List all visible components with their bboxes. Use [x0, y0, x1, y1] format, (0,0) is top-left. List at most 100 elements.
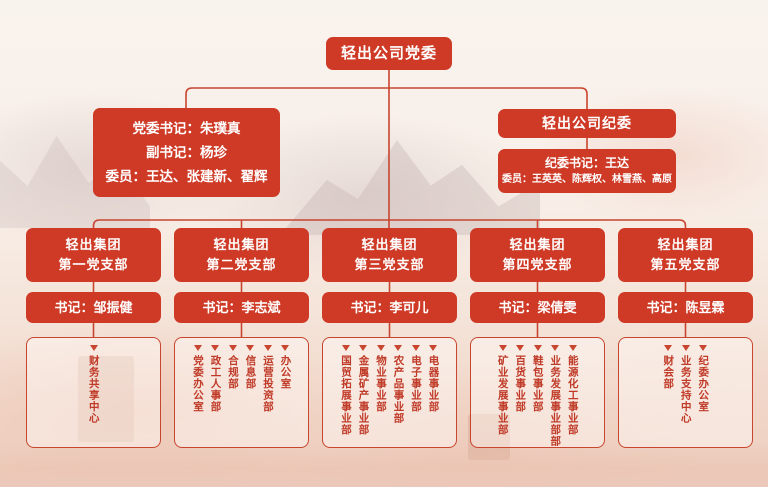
- department-item: 鞋包事业部: [531, 345, 544, 443]
- triangle-down-icon: [568, 345, 577, 351]
- department-label: 电子事业部: [410, 355, 422, 413]
- branch-title-box: 轻出集团 第四党支部: [470, 228, 605, 282]
- triangle-down-icon: [228, 345, 237, 351]
- branch-secretary-label: 书记：李志斌: [202, 300, 281, 315]
- triangle-down-icon: [281, 345, 290, 351]
- branch-secretary-label: 书记：邹振健: [54, 300, 133, 315]
- department-item: 物业事业部: [375, 345, 387, 443]
- triangle-down-icon: [376, 345, 385, 351]
- department-item: 金属矿产事业部: [357, 345, 370, 443]
- department-item: 业务发展事业部部: [549, 345, 561, 447]
- branch-departments-box: 国贸拓展事业部金属矿产事业部物业事业部农产品事业部电子事业部电器事业部: [322, 337, 457, 448]
- triangle-down-icon: [411, 345, 420, 351]
- branch-group: 轻出集团 第四党支部 书记：梁倩雯 矿业发展事业部百货事业部鞋包事业部业务发展事…: [470, 228, 605, 448]
- department-item: 矿业发展事业部: [496, 345, 509, 443]
- branch-departments-box: 财务共享中心: [26, 337, 161, 448]
- discipline-members-line: 委员：王英英、陈辉权、林雪燕、高原: [502, 174, 672, 185]
- branch-title-box: 轻出集团 第三党支部: [322, 228, 457, 282]
- department-item: 信息部: [245, 345, 257, 443]
- branch-title-line1: 轻出集团: [65, 237, 122, 252]
- department-label: 鞋包事业部: [531, 355, 544, 413]
- department-item: 电器事业部: [427, 345, 440, 443]
- discipline-members-node: 纪委书记：王达 委员：王英英、陈辉权、林雪燕、高原: [498, 149, 676, 193]
- department-label: 物业事业部: [375, 355, 387, 413]
- branch-secretary-box: 书记：李志斌: [174, 292, 309, 323]
- department-label: 党委办公室: [192, 355, 204, 413]
- department-label: 财会部: [662, 355, 675, 390]
- branch-title-line2: 第一党支部: [58, 257, 129, 272]
- triangle-down-icon: [681, 345, 690, 351]
- branches-row: 轻出集团 第一党支部 书记：邹振健 财务共享中心 轻出集团 第二党支部 书记：李…: [26, 228, 753, 448]
- party-secretary-line: 党委书记：朱璞真: [132, 121, 241, 136]
- department-item: 电子事业部: [410, 345, 422, 443]
- department-item: 运营投资部: [262, 345, 274, 443]
- branch-departments-box: 财会部业务支持中心纪委办公室: [618, 337, 753, 448]
- branch-secretary-box: 书记：李可儿: [322, 292, 457, 323]
- triangle-down-icon: [263, 345, 272, 351]
- branch-title-line2: 第五党支部: [650, 257, 721, 272]
- department-label: 能源化工事业部: [566, 355, 579, 436]
- branch-title-line2: 第四党支部: [502, 257, 573, 272]
- triangle-down-icon: [341, 345, 350, 351]
- branch-title-line1: 轻出集团: [361, 237, 418, 252]
- branch-secretary-label: 书记：李可儿: [350, 300, 429, 315]
- department-item: 合规部: [227, 345, 239, 443]
- discipline-secretary-line: 纪委书记：王达: [544, 156, 629, 170]
- branch-title-box: 轻出集团 第五党支部: [618, 228, 753, 282]
- branch-title-line2: 第三党支部: [354, 257, 425, 272]
- triangle-down-icon: [89, 345, 98, 351]
- branch-group: 轻出集团 第一党支部 书记：邹振健 财务共享中心: [26, 228, 161, 448]
- department-item: 党委办公室: [192, 345, 204, 443]
- branch-secretary-box: 书记：梁倩雯: [470, 292, 605, 323]
- department-item: 百货事业部: [514, 345, 527, 443]
- department-item: 国贸拓展事业部: [340, 345, 352, 443]
- branch-group: 轻出集团 第三党支部 书记：李可儿 国贸拓展事业部金属矿产事业部物业事业部农产品…: [322, 228, 457, 448]
- committee-members-line: 委员：王达、张建新、翟辉: [105, 169, 268, 184]
- department-item: 农产品事业部: [392, 345, 405, 443]
- department-label: 业务发展事业部部: [549, 355, 562, 447]
- branch-departments-box: 矿业发展事业部百货事业部鞋包事业部业务发展事业部部能源化工事业部: [470, 337, 605, 448]
- triangle-down-icon: [429, 345, 438, 351]
- triangle-down-icon: [193, 345, 202, 351]
- department-label: 财务共享中心: [87, 355, 100, 424]
- branch-secretary-label: 书记：陈昱霖: [646, 300, 725, 315]
- triangle-down-icon: [551, 345, 559, 351]
- branch-title-box: 轻出集团 第一党支部: [26, 228, 161, 282]
- branch-secretary-box: 书记：邹振健: [26, 292, 161, 323]
- triangle-down-icon: [533, 345, 542, 351]
- department-label: 业务支持中心: [679, 355, 692, 424]
- department-item: 纪委办公室: [697, 345, 710, 443]
- department-label: 金属矿产事业部: [357, 355, 370, 436]
- triangle-down-icon: [246, 345, 255, 351]
- triangle-down-icon: [394, 345, 403, 351]
- branch-title-line1: 轻出集团: [657, 237, 714, 252]
- branch-group: 轻出集团 第二党支部 书记：李志斌 党委办公室政工人事部合规部信息部运营投资部办…: [174, 228, 309, 448]
- triangle-down-icon: [498, 345, 507, 351]
- department-label: 百货事业部: [514, 355, 527, 413]
- department-item: 能源化工事业部: [566, 345, 579, 443]
- department-item: 政工人事部: [209, 345, 222, 443]
- branch-secretary-label: 书记：梁倩雯: [498, 300, 577, 315]
- department-label: 运营投资部: [262, 355, 274, 413]
- triangle-down-icon: [211, 345, 220, 351]
- department-item: 业务支持中心: [679, 345, 692, 443]
- department-label: 矿业发展事业部: [496, 355, 509, 436]
- department-label: 办公室: [279, 355, 292, 390]
- department-item: 办公室: [279, 345, 292, 443]
- department-label: 农产品事业部: [392, 355, 405, 424]
- department-label: 政工人事部: [209, 355, 222, 413]
- branch-title-line1: 轻出集团: [213, 237, 270, 252]
- branch-group: 轻出集团 第五党支部 书记：陈昱霖 财会部业务支持中心纪委办公室: [618, 228, 753, 448]
- branch-title-line1: 轻出集团: [509, 237, 566, 252]
- triangle-down-icon: [699, 345, 707, 351]
- department-item: 财会部: [662, 345, 675, 443]
- discipline-committee-node: 轻出公司纪委: [498, 109, 676, 138]
- root-node-party-committee: 轻出公司党委: [326, 37, 452, 70]
- branch-title-box: 轻出集团 第二党支部: [174, 228, 309, 282]
- department-label: 国贸拓展事业部: [340, 355, 352, 436]
- deputy-secretary-line: 副书记：杨珍: [146, 145, 227, 160]
- department-label: 纪委办公室: [697, 355, 710, 413]
- branch-departments-box: 党委办公室政工人事部合规部信息部运营投资部办公室: [174, 337, 309, 448]
- department-label: 电器事业部: [427, 355, 440, 413]
